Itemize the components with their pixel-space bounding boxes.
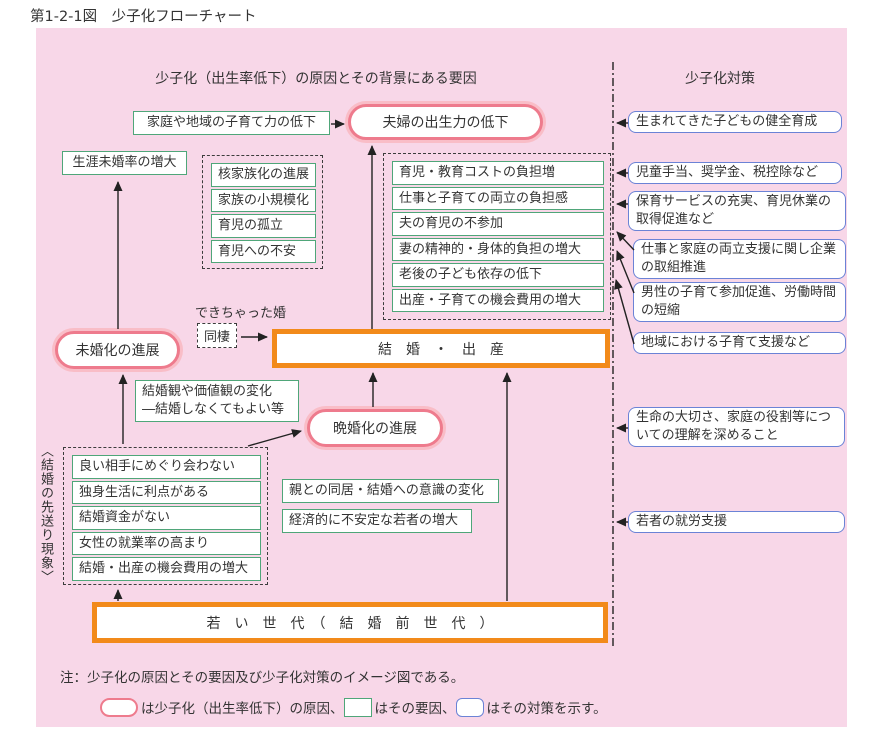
group-fertility-decline-factors: 育児・教育コストの負担増 仕事と子育ての両立の負担感 夫の育児の不参加 妻の精神… <box>383 153 611 320</box>
node-parents-cohabit-attitude-change: 親との同居・結婚への意識の変化 <box>282 479 499 503</box>
factor-item: 女性の就業率の高まり <box>72 531 261 556</box>
factor-item: 良い相手にめぐり会わない <box>72 455 261 479</box>
factor-item: 育児の孤立 <box>211 214 316 238</box>
legend: は少子化（出生率低下）の原因、 はその要因、 はその対策を示す。 <box>100 697 607 717</box>
factor-item: 仕事と子育ての両立の負担感 <box>392 186 604 211</box>
node-marriage-and-birth: 結 婚 ・ 出 産 <box>272 329 610 368</box>
node-couple-fertility-decline: 夫婦の出生力の低下 <box>348 104 543 140</box>
factor-item: 独身生活に利点がある <box>72 480 261 505</box>
factor-item: 妻の精神的・身体的負担の増大 <box>392 237 604 262</box>
factor-item: 結婚資金がない <box>72 506 261 530</box>
group-childcare-environment-factors: 核家族化の進展 家族の小規模化 育児の孤立 育児への不安 <box>202 155 323 269</box>
legend-cause-text: は少子化（出生率低下）の原因、 <box>141 701 344 717</box>
node-lifetime-unmarried-increase: 生涯未婚率の増大 <box>62 151 187 175</box>
node-young-generation: 若 い 世 代 （ 結 婚 前 世 代 ） <box>92 602 608 643</box>
node-family-community-childcare-decline: 家庭や地域の子育て力の低下 <box>133 111 330 135</box>
node-unmarried-trend: 未婚化の進展 <box>55 331 180 369</box>
label-marriage-postponement: 〈結婚の先送り現象〉 <box>38 444 53 584</box>
legend-measure-shape <box>455 697 484 717</box>
label-shotgun-marriage: できちゃった婚 <box>195 306 287 321</box>
legend-factor-text: はその要因、 <box>374 701 456 717</box>
page-title: 第1-2-1図 少子化フローチャート <box>30 9 257 25</box>
legend-measure-text: はその対策を示す。 <box>486 701 607 717</box>
measure-childcare-services-parental-leave: 保育サービスの充実、育児休業の取得促進など <box>628 191 846 232</box>
legend-factor-shape <box>343 697 372 717</box>
measure-youth-employment-support: 若者の就労支援 <box>628 511 845 534</box>
measure-healthy-child-rearing: 生まれてきた子どもの健全育成 <box>628 111 842 134</box>
factor-item: 育児・教育コストの負担増 <box>392 161 604 185</box>
causes-section-header: 少子化（出生率低下）の原因とその背景にある要因 <box>155 71 477 87</box>
legend-cause-shape <box>100 697 138 717</box>
node-economically-unstable-youth: 経済的に不安定な若者の増大 <box>282 509 472 533</box>
note-text: 注：少子化の原因とその要因及び少子化対策のイメージ図である。 <box>60 670 465 686</box>
factor-item: 結婚・出産の機会費用の増大 <box>72 557 261 581</box>
factor-item: 育児への不安 <box>211 239 316 264</box>
factor-item: 核家族化の進展 <box>211 163 316 187</box>
factor-item: 老後の子ども依存の低下 <box>392 263 604 287</box>
measures-section-header: 少子化対策 <box>685 71 755 87</box>
node-late-marriage-trend: 晩婚化の進展 <box>307 409 443 447</box>
factor-item: 夫の育児の不参加 <box>392 212 604 236</box>
measure-male-childcare-participation: 男性の子育て参加促進、労働時間の短縮 <box>633 282 846 323</box>
node-cohabitation: 同棲 <box>197 323 238 348</box>
measure-understanding-life-family-roles: 生命の大切さ、家庭の役割等についての理解を深めること <box>628 407 845 448</box>
measure-company-work-family-support: 仕事と家庭の両立支援に関し企業の取組推進 <box>633 239 846 280</box>
values-change-line2: ―結婚しなくてもよい等 <box>142 402 284 418</box>
group-marriage-postponement-factors: 良い相手にめぐり会わない 独身生活に利点がある 結婚資金がない 女性の就業率の高… <box>63 447 268 585</box>
measure-child-allowance-scholarship-tax: 児童手当、奨学金、税控除など <box>628 162 842 185</box>
factor-item: 家族の小規模化 <box>211 188 316 213</box>
measure-community-childcare-support: 地域における子育て支援など <box>633 332 846 355</box>
values-change-line1: 結婚観や価値観の変化 <box>142 384 273 399</box>
factor-item: 出産・子育ての機会費用の増大 <box>392 288 604 313</box>
